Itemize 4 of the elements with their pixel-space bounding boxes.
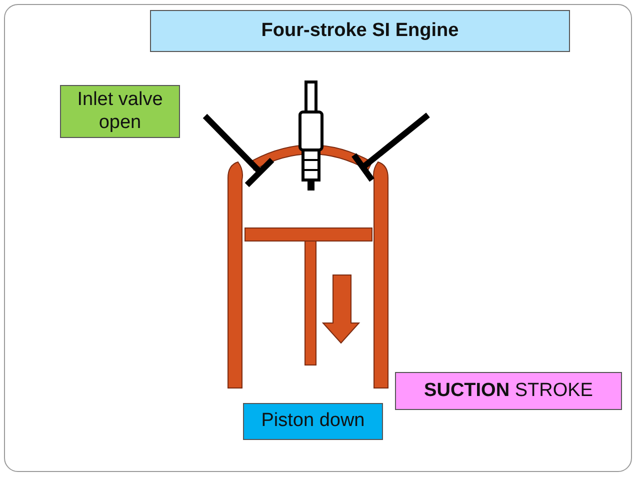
stroke-label-box: SUCTION STROKE <box>395 372 622 410</box>
callout-box: Inlet valve open <box>60 85 180 138</box>
title: Four-stroke SI Engine <box>150 10 570 52</box>
callout-box: Piston down <box>243 403 383 440</box>
